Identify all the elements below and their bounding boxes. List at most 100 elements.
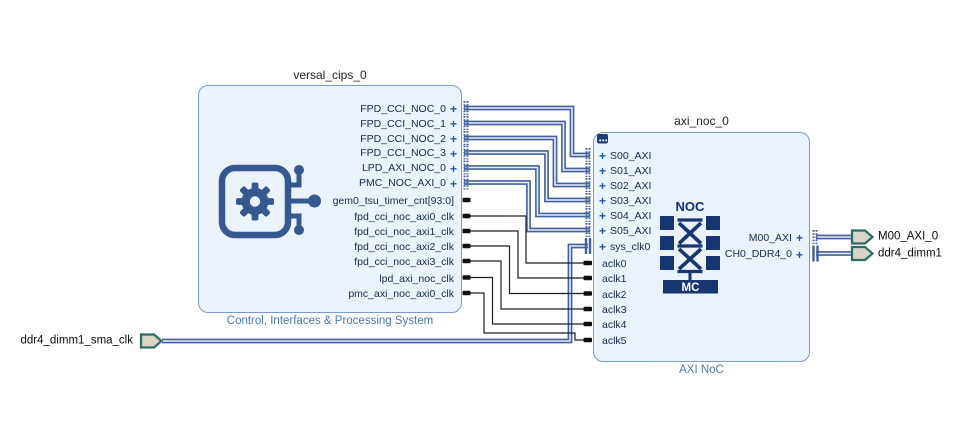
pin-ch0-ddr4-0[interactable]: [812, 245, 819, 262]
expand-port-icon[interactable]: +: [599, 149, 607, 163]
expand-port-icon[interactable]: +: [449, 176, 457, 191]
port-fpd-cci-noc-axi0-clk[interactable]: fpd_cci_noc_axi0_clk: [354, 210, 454, 223]
port-aclk3[interactable]: aclk3: [602, 303, 627, 316]
external-port-shape-ddr4-dimm1[interactable]: [850, 245, 875, 262]
port-sys-clk0[interactable]: +sys_clk0: [599, 240, 651, 254]
pin-fpd-cci-noc-axi1-clk[interactable]: [462, 228, 471, 234]
port-s05-axi[interactable]: +S05_AXI: [599, 224, 652, 238]
port-aclk1[interactable]: aclk1: [602, 272, 627, 285]
wire-pmc-noc-axi-0-s05-axi[interactable]: [464, 180, 590, 233]
wire-core: [464, 166, 590, 216]
pin-fpd-cci-noc-axi2-clk[interactable]: [462, 243, 471, 249]
port-ch0-ddr4-0[interactable]: CH0_DDR4_0+: [724, 247, 803, 262]
expand-port-icon[interactable]: +: [795, 231, 803, 245]
port-fpd-cci-noc-axi2-clk[interactable]: fpd_cci_noc_axi2_clk: [354, 240, 454, 253]
pin-aclk4[interactable]: [583, 321, 593, 327]
port-aclk5[interactable]: aclk5: [602, 334, 627, 347]
pin-aclk2[interactable]: [583, 291, 593, 296]
expand-port-icon[interactable]: +: [599, 240, 607, 254]
expand-port-icon[interactable]: +: [599, 179, 607, 193]
clock-wires: [470, 215, 588, 341]
external-port-label-ddr4-dimm1[interactable]: ddr4_dimm1: [878, 247, 942, 260]
wire-pmc-axi-noc-axi0-clk-aclk5[interactable]: [470, 292, 588, 341]
pin-aclk1[interactable]: [583, 275, 593, 281]
expand-port-icon[interactable]: +: [449, 102, 457, 116]
expand-port-icon[interactable]: +: [449, 161, 457, 176]
pin-gem0-tsu-timer-cnt[interactable]: [462, 197, 471, 203]
pin-aclk5[interactable]: [583, 337, 593, 343]
pin-fpd-cci-noc-3[interactable]: [463, 145, 469, 160]
expand-port-icon[interactable]: +: [449, 146, 457, 161]
versal-cips-title: versal_cips_0: [293, 68, 367, 82]
pin-s01-axi[interactable]: [585, 163, 591, 177]
port-fpd-cci-noc-axi1-clk[interactable]: fpd_cci_noc_axi1_clk: [354, 225, 454, 238]
pin-aclk0[interactable]: [583, 260, 593, 266]
port-s00-axi[interactable]: +S00_AXI: [599, 149, 652, 163]
pin-sys-clk0[interactable]: [584, 238, 592, 254]
port-s01-axi[interactable]: +S01_AXI: [599, 164, 652, 178]
port-s04-axi[interactable]: +S04_AXI: [599, 209, 652, 223]
port-m00-axi[interactable]: M00_AXI+: [748, 231, 803, 245]
wire-fpd-cci-noc-3-s03-axi[interactable]: [464, 150, 590, 203]
expand-port-icon[interactable]: +: [599, 164, 607, 178]
expand-port-icon[interactable]: +: [599, 209, 607, 223]
port-fpd-cci-noc-3[interactable]: FPD_CCI_NOC_3+: [360, 146, 457, 161]
wire-lpd-axi-noc-clk-aclk4[interactable]: [470, 276, 588, 325]
pin-s05-axi[interactable]: [585, 223, 591, 237]
wire-core: [464, 122, 590, 171]
expand-port-icon[interactable]: +: [795, 247, 803, 262]
pin-s00-axi[interactable]: [585, 148, 591, 162]
wire-lpd-axi-noc-0-s04-axi[interactable]: [464, 165, 590, 218]
pin-fpd-cci-noc-2[interactable]: [463, 131, 469, 145]
port-s03-axi[interactable]: +S03_AXI: [599, 194, 652, 208]
axi-noc-left-pins: [583, 148, 593, 343]
wire-core: [464, 107, 590, 156]
port-s02-axi[interactable]: +S02_AXI: [599, 179, 652, 193]
port-aclk0[interactable]: aclk0: [602, 257, 627, 270]
pin-m00-axi[interactable]: [812, 230, 818, 244]
pin-pmc-axi-noc-axi0-clk[interactable]: [462, 290, 471, 296]
expand-port-icon[interactable]: +: [449, 117, 457, 131]
pin-pmc-noc-axi-0[interactable]: [463, 175, 469, 190]
pin-lpd-axi-noc-clk[interactable]: [462, 275, 471, 280]
port-fpd-cci-noc-0[interactable]: FPD_CCI_NOC_0+: [360, 102, 457, 116]
port-lpd-axi-noc-0[interactable]: LPD_AXI_NOC_0+: [361, 161, 457, 176]
external-port-shape-ddr4-dimm1-sma-clk[interactable]: [139, 333, 164, 349]
external-port-shape-m00-axi-0[interactable]: [850, 229, 875, 245]
wire-fpd-cci-noc-2-s02-axi[interactable]: [464, 135, 590, 188]
pin-s03-axi[interactable]: [585, 193, 591, 207]
pin-s02-axi[interactable]: [585, 178, 591, 192]
port-gem0-tsu-timer-cnt[interactable]: gem0_tsu_timer_cnt[93:0]: [332, 194, 454, 207]
versal-cips-block[interactable]: FPD_CCI_NOC_0+ FPD_CCI_NOC_1+ FPD_CCI_NO…: [198, 85, 462, 313]
port-aclk4[interactable]: aclk4: [602, 318, 627, 331]
port-fpd-cci-noc-2[interactable]: FPD_CCI_NOC_2+: [360, 132, 457, 146]
port-fpd-cci-noc-axi3-clk[interactable]: fpd_cci_noc_axi3_clk: [354, 255, 454, 268]
wire-fpd-cci-noc-axi3-clk-aclk3[interactable]: [470, 260, 588, 310]
pin-lpd-axi-noc-0[interactable]: [463, 160, 469, 175]
wire-fpd-cci-noc-axi1-clk-aclk1[interactable]: [470, 230, 588, 279]
expand-port-icon[interactable]: +: [449, 132, 457, 146]
pin-s04-axi[interactable]: [585, 208, 591, 222]
axi-noc-title: axi_noc_0: [674, 114, 729, 128]
wire-fpd-cci-noc-0-s00-axi[interactable]: [464, 105, 590, 158]
pin-fpd-cci-noc-1[interactable]: [463, 116, 469, 130]
pin-fpd-cci-noc-axi3-clk[interactable]: [462, 258, 471, 264]
pin-fpd-cci-noc-0[interactable]: [463, 101, 469, 115]
port-aclk2[interactable]: aclk2: [602, 288, 627, 301]
expand-port-icon[interactable]: +: [599, 224, 607, 238]
expand-port-icon[interactable]: +: [599, 194, 607, 208]
wire-fpd-cci-noc-1-s01-axi[interactable]: [464, 120, 590, 173]
axi-noc-subtitle: AXI NoC: [679, 364, 724, 376]
external-port-label-m00-axi-0[interactable]: M00_AXI_0: [878, 230, 939, 243]
port-fpd-cci-noc-1[interactable]: FPD_CCI_NOC_1+: [360, 117, 457, 131]
port-pmc-axi-noc-axi0-clk[interactable]: pmc_axi_noc_axi0_clk: [348, 287, 454, 300]
wire-fpd-cci-noc-axi0-clk-aclk0[interactable]: [470, 215, 588, 264]
pin-aclk3[interactable]: [583, 306, 593, 312]
port-pmc-noc-axi-0[interactable]: PMC_NOC_AXI_0+: [359, 176, 457, 191]
external-port-label-ddr4-dimm1-sma-clk[interactable]: ddr4_dimm1_sma_clk: [20, 334, 134, 347]
wire-fpd-cci-noc-axi2-clk-aclk2[interactable]: [470, 245, 588, 295]
axi-noc-block[interactable]: +S00_AXI +S01_AXI +S02_AXI +S03_AXI +S04…: [593, 132, 810, 362]
port-lpd-axi-noc-clk[interactable]: lpd_axi_noc_clk: [379, 272, 454, 285]
pin-fpd-cci-noc-axi0-clk[interactable]: [462, 213, 471, 219]
